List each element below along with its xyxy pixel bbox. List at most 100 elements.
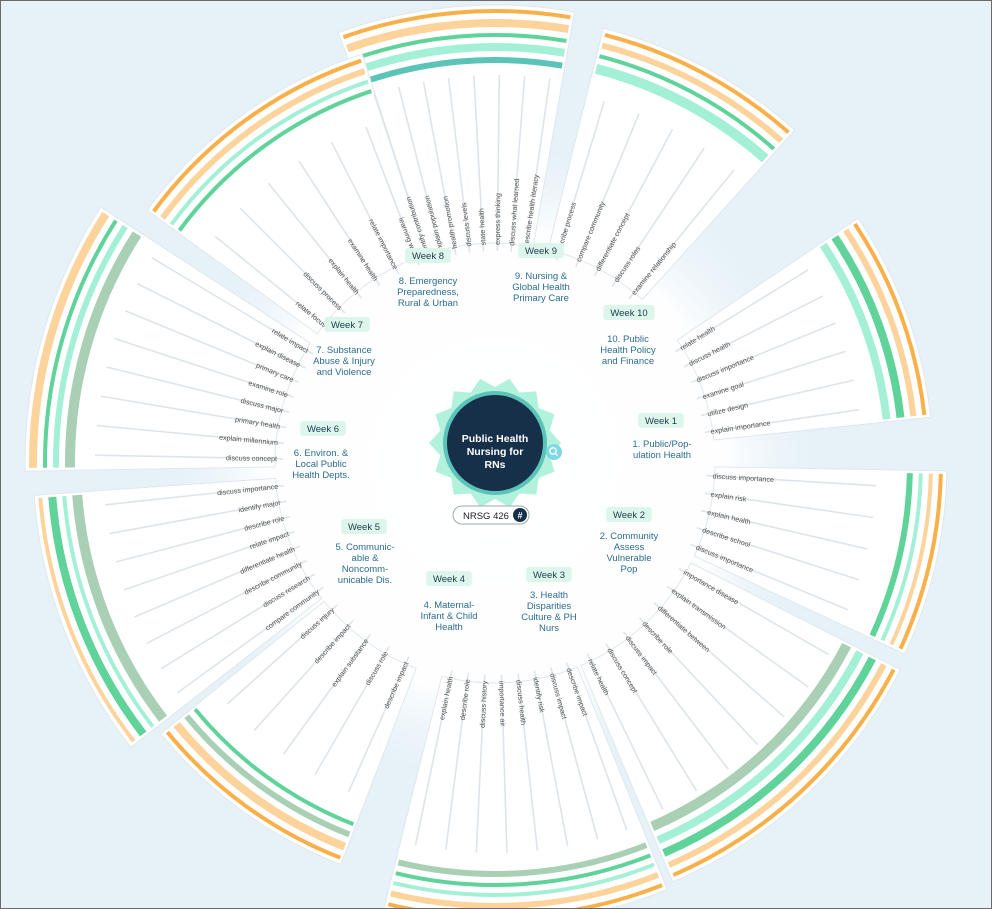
hash-icon[interactable] [513, 508, 527, 522]
objective-spoke [575, 113, 640, 268]
objective-spoke [701, 379, 854, 417]
objective-spoke [675, 269, 809, 353]
week-title-line: Local Public [295, 459, 346, 470]
objective-spoke [100, 395, 287, 429]
week-tag-bg [606, 507, 652, 522]
week-10-sector[interactable] [146, 53, 428, 335]
week-1-band-1 [342, 9, 571, 40]
objective-spoke [611, 147, 705, 287]
week-2-band-2 [601, 42, 784, 143]
objective-label[interactable]: express thinking [493, 193, 503, 245]
week-title-line: 10. Public [607, 334, 649, 345]
week-tag: Week 8 [412, 251, 444, 262]
week-title-line: Assess [614, 542, 645, 553]
objective-spoke [683, 295, 824, 368]
objective-spoke [524, 78, 551, 254]
objective-spoke [475, 674, 486, 853]
week-title-line: Culture & PH [521, 612, 577, 623]
week-tag-bg [405, 248, 451, 263]
objective-spoke [628, 169, 735, 300]
week-tag-bg [518, 243, 564, 258]
week-6-band-3 [392, 862, 655, 897]
week-tag: Week 5 [348, 522, 380, 533]
week-2-band-4 [594, 63, 769, 163]
objective-spoke [109, 500, 287, 535]
objective-spoke [565, 662, 628, 831]
objective-spoke [690, 543, 848, 611]
objective-spoke [105, 484, 285, 506]
week-8-band-2 [48, 496, 147, 737]
objective-label[interactable]: discuss concept [226, 453, 277, 463]
objective-spoke [114, 337, 294, 398]
week-title-line: 5. Communic- [335, 542, 394, 553]
week-1-label[interactable]: Week 11. Public/Pop-ulation Health [632, 413, 692, 461]
objective-label[interactable]: discuss history [478, 680, 489, 728]
week-5-label[interactable]: Week 55. Communic-able &Noncomm-unicable… [335, 519, 395, 586]
week-title-line: 9. Nursing & [515, 271, 568, 282]
week-title-line: 6. Environ. & [294, 448, 349, 459]
objective-label[interactable]: discuss importance [712, 471, 774, 484]
objective-spoke [444, 673, 470, 850]
week-6-sector-bg [383, 666, 668, 908]
objective-label[interactable]: importance air [497, 681, 507, 727]
zoom-search-icon-bg [546, 444, 562, 460]
zoom-search-icon-handle [554, 452, 558, 456]
course-code: NRSG 426 [463, 511, 509, 522]
week-4-band-3 [880, 473, 923, 642]
objective-spoke [510, 76, 526, 252]
week-title-line: 4. Maternal- [424, 600, 475, 611]
week-title-line: Health Policy [600, 345, 656, 356]
center-title-line-2: Nursing for [467, 446, 524, 458]
week-4-sector[interactable] [693, 466, 948, 655]
week-title-line: ulation Health [633, 450, 691, 461]
objective-spoke [96, 424, 285, 444]
week-title-line: Noncomm- [342, 564, 388, 575]
objective-spoke [414, 670, 453, 845]
week-title-line: 7. Substance [316, 345, 371, 356]
objective-spoke [330, 141, 400, 275]
objective-spoke [106, 366, 290, 413]
center-title-line-3: RNs [484, 459, 505, 471]
objective-spoke [704, 408, 860, 434]
week-4-band-2 [889, 473, 933, 646]
week-title-line: Abuse & Injury [313, 356, 375, 367]
objective-label[interactable]: state health [477, 208, 488, 246]
week-3-band-2 [843, 228, 917, 417]
hash-icon-label: # [517, 511, 522, 521]
week-6-sector[interactable] [383, 666, 668, 908]
week-7-band-2 [173, 721, 347, 851]
objective-spoke [282, 634, 372, 755]
week-5-sector[interactable] [580, 562, 902, 883]
week-1-band-4 [354, 43, 566, 75]
week-tag: Week 9 [525, 246, 557, 257]
week-8-band-4 [72, 494, 167, 722]
objective-spoke [555, 100, 606, 261]
zoom-search-button[interactable] [546, 444, 562, 460]
week-title-line: Health [435, 622, 462, 633]
course-code-pill[interactable]: NRSG 426 # [452, 505, 530, 525]
objective-spoke [397, 86, 444, 258]
objective-spoke [239, 207, 346, 314]
week-title-line: Rural & Urban [398, 298, 458, 309]
week-title-line: able & [352, 553, 380, 564]
week-6-band-2 [390, 872, 660, 908]
objective-spoke [701, 509, 868, 550]
week-5-sector-bg [580, 562, 902, 883]
objective-spoke [496, 75, 501, 252]
objective-spoke [95, 454, 284, 460]
week-title-line: Vulnerable [606, 553, 651, 564]
week-title-line: Pop [621, 564, 638, 575]
week-title-line: Preparedness, [397, 287, 459, 298]
week-tag: Week 6 [307, 424, 339, 435]
objective-spoke [549, 667, 599, 840]
objective-spoke [115, 515, 291, 563]
objective-spoke [267, 182, 363, 299]
